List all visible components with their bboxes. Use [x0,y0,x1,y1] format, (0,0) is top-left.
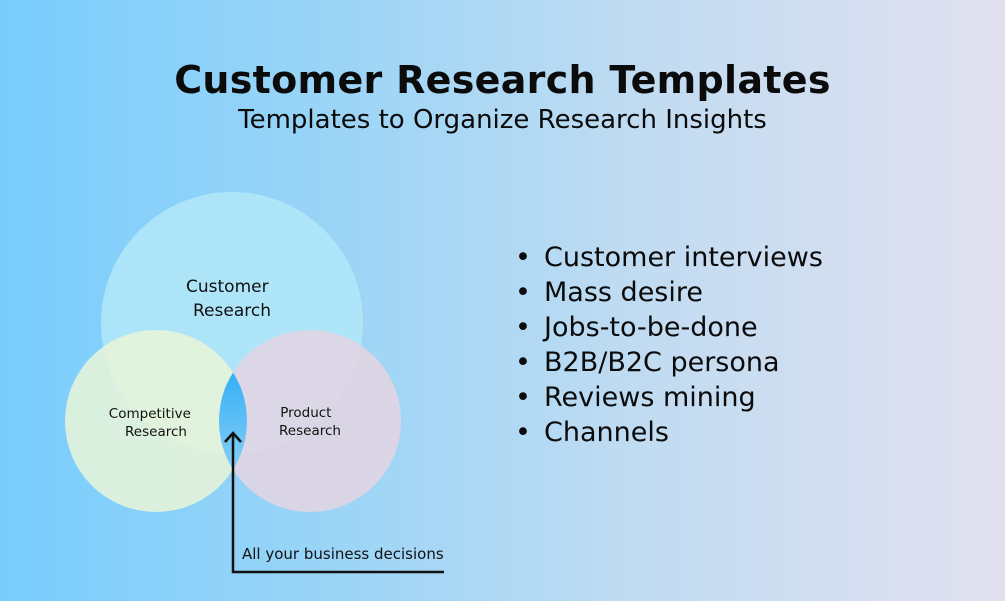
list-item: • Channels [515,415,823,450]
page-subtitle: Templates to Organize Research Insights [238,105,767,135]
list-item-text: Mass desire [544,277,703,308]
bullet-icon: • [515,312,531,343]
page-title: Customer Research Templates [174,58,831,102]
bullet-icon: • [515,417,531,448]
list-item-text: Reviews mining [544,382,756,413]
bullet-icon: • [515,277,531,308]
customer-research-label: Customer Research [186,277,274,321]
research-methods-list: • Customer interviews • Mass desire • Jobs-… [515,240,823,450]
list-item: • B2B/B2C persona [515,345,823,380]
bullet-icon: • [515,347,531,378]
list-item-text: B2B/B2C persona [544,347,780,378]
list-item-text: Channels [544,417,669,448]
list-item: • Customer interviews [515,240,823,275]
list-item: • Jobs-to-be-done [515,310,823,345]
venn-circle-competitive [65,330,247,512]
bullet-icon: • [515,382,531,413]
list-item: • Mass desire [515,275,823,310]
list-item: • Reviews mining [515,380,823,415]
arrow-icon [224,431,444,574]
list-item-text: Customer interviews [544,242,823,273]
product-research-label: Product Research [279,405,341,439]
list-item-text: Jobs-to-be-done [544,312,758,343]
venn-circle-product [219,330,401,512]
arrow-label: All your business decisions [242,545,444,563]
competitive-research-label: Competitive Research [109,406,195,440]
bullet-icon: • [515,242,531,273]
